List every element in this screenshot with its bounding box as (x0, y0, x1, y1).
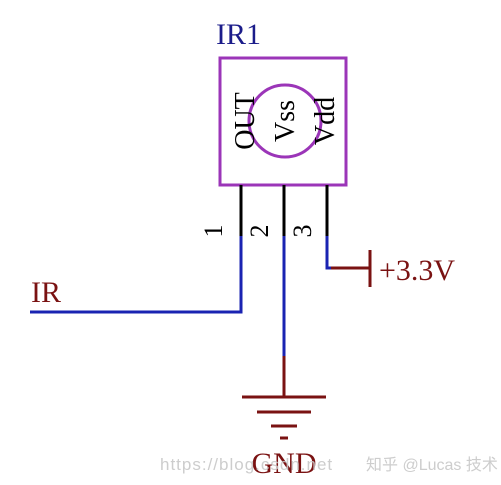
pin-name-vdd: Vdd (310, 97, 341, 145)
pin-number-1: 1 (199, 225, 228, 238)
pin-number-2: 2 (245, 225, 274, 238)
pin-number-3: 3 (288, 225, 317, 238)
wire-ir-signal (30, 236, 243, 314)
component-body (218, 56, 348, 187)
net-label-ir: IR (31, 276, 61, 309)
watermark-credit: 知乎 @Lucas 技术 (366, 456, 498, 474)
component-designator: IR1 (216, 18, 261, 51)
receiver-dome (247, 83, 323, 159)
watermark-url: https://blog.csdn.net (160, 455, 333, 474)
ground-label: GND (252, 447, 317, 480)
pin-name-out: OUT (230, 92, 261, 150)
wire-power (325, 236, 331, 270)
pin-name-vss: Vss (270, 100, 301, 142)
power-port-label: +3.3V (379, 254, 455, 287)
